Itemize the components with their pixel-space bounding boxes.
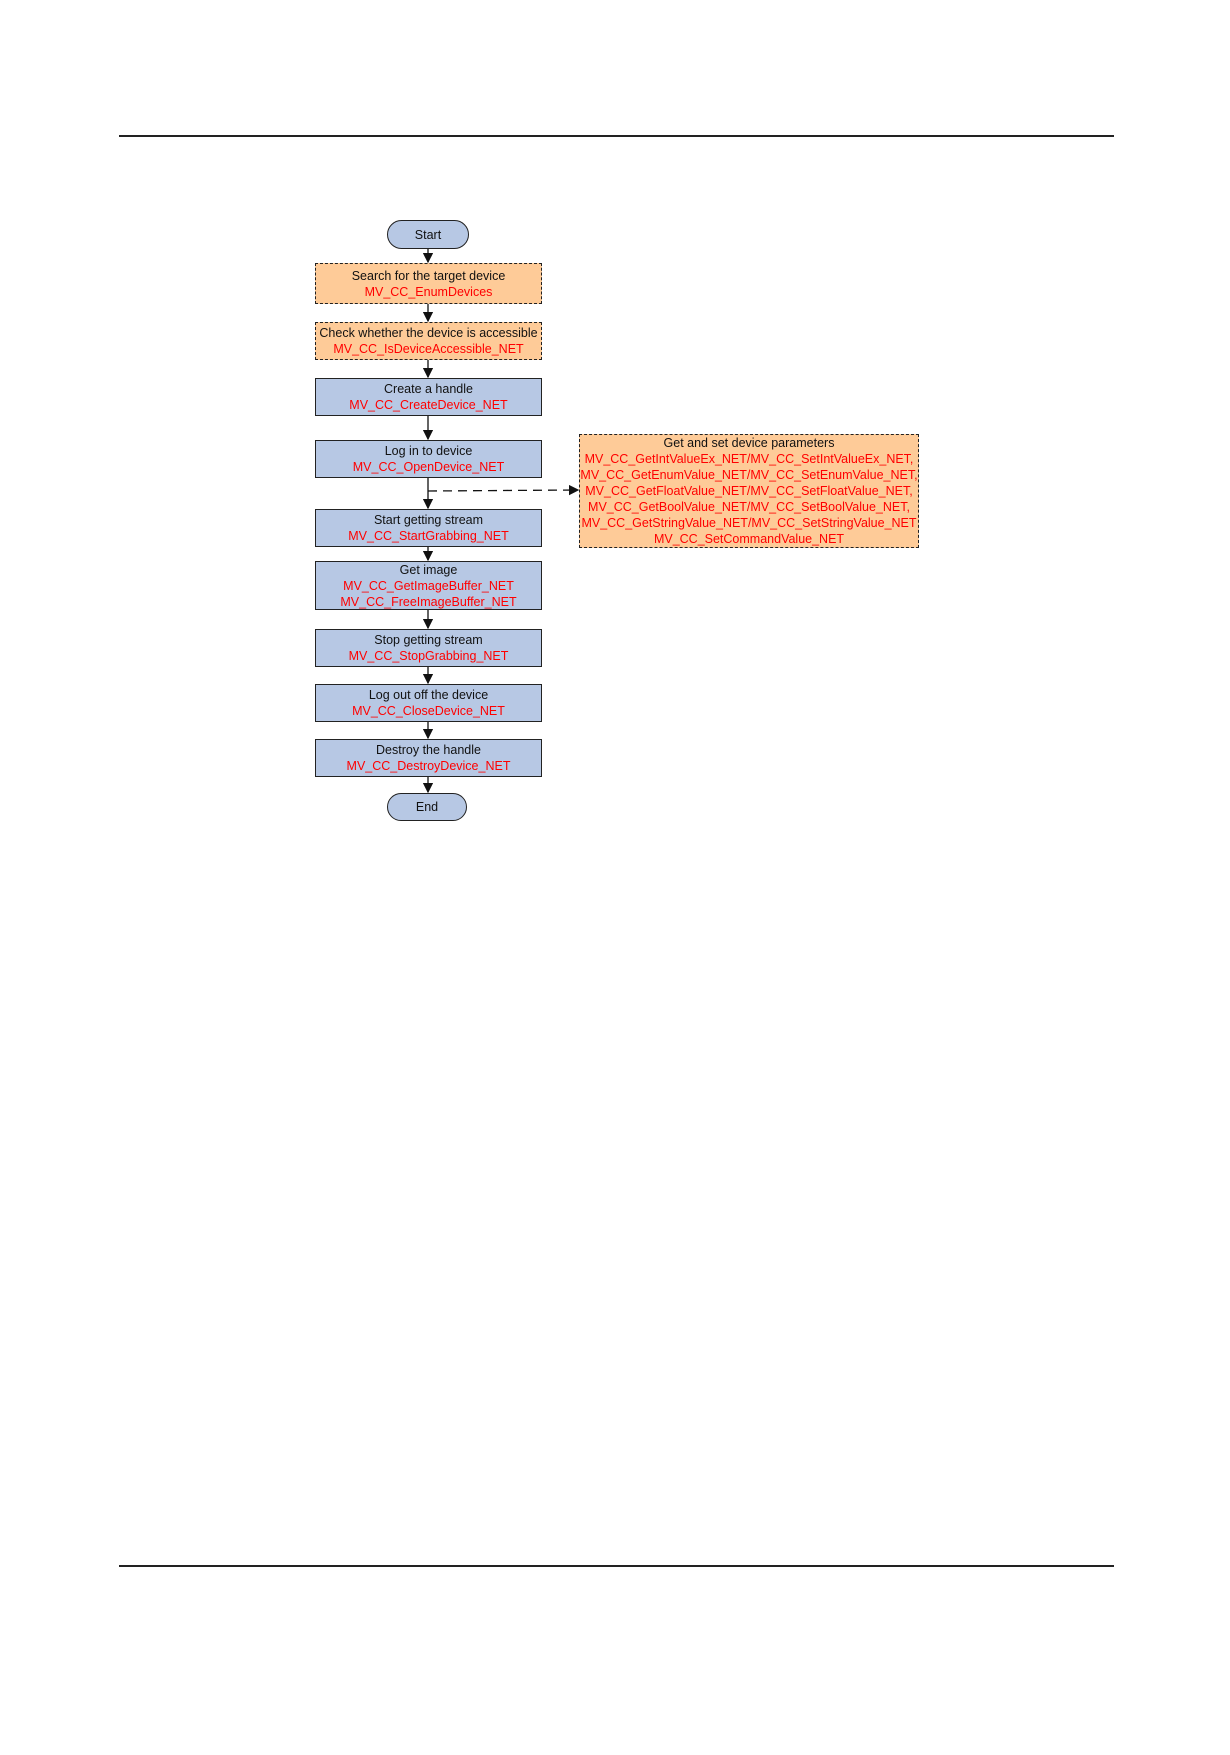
- step-title: Get and set device parameters: [663, 436, 835, 450]
- api-call: MV_CC_EnumDevices: [364, 284, 493, 299]
- step-title: Get image: [399, 562, 458, 577]
- step-title: Stop getting stream: [374, 633, 483, 647]
- api-call: MV_CC_DestroyDevice_NET: [346, 759, 511, 773]
- api-call: MV_CC_SetCommandValue_NET: [653, 532, 845, 546]
- api-call: MV_CC_IsDeviceAccessible_NET: [333, 342, 524, 356]
- api-call: MV_CC_CreateDevice_NET: [349, 398, 508, 412]
- step-title: Log out off the device: [368, 688, 489, 702]
- api-call: MV_CC_FreeImageBuffer_NET: [340, 594, 517, 609]
- dashed-arrow: [427, 484, 580, 496]
- api-call: MV_CC_OpenDevice_NET: [352, 460, 505, 474]
- step-title: Create a handle: [384, 382, 473, 396]
- api-call: MV_CC_StopGrabbing_NET: [348, 649, 509, 663]
- api-call: MV_CC_GetImageBuffer_NET: [343, 578, 514, 593]
- step-title: Log in to device: [384, 444, 473, 458]
- api-call: MV_CC_GetStringValue_NET/MV_CC_SetString…: [581, 516, 917, 530]
- api-call: MV_CC_CloseDevice_NET: [352, 704, 505, 718]
- api-call: MV_CC_GetBoolValue_NET/MV_CC_SetBoolValu…: [588, 500, 910, 514]
- footer-rule: [119, 1565, 1114, 1567]
- start-terminal: Start: [387, 220, 469, 249]
- api-call: MV_CC_StartGrabbing_NET: [348, 529, 509, 543]
- header-rule: [119, 135, 1114, 137]
- step-title: Destroy the handle: [376, 743, 481, 757]
- end-terminal: End: [387, 793, 467, 821]
- step-title: Check whether the device is accessible: [319, 326, 538, 340]
- step-title: Start getting stream: [373, 513, 484, 527]
- api-call: MV_CC_GetIntValueEx_NET/MV_CC_SetIntValu…: [584, 452, 914, 466]
- api-call: MV_CC_GetEnumValue_NET/MV_CC_SetEnumValu…: [580, 468, 918, 482]
- step-title: Search for the target device: [351, 268, 506, 283]
- api-call: MV_CC_GetFloatValue_NET/MV_CC_SetFloatVa…: [585, 484, 913, 498]
